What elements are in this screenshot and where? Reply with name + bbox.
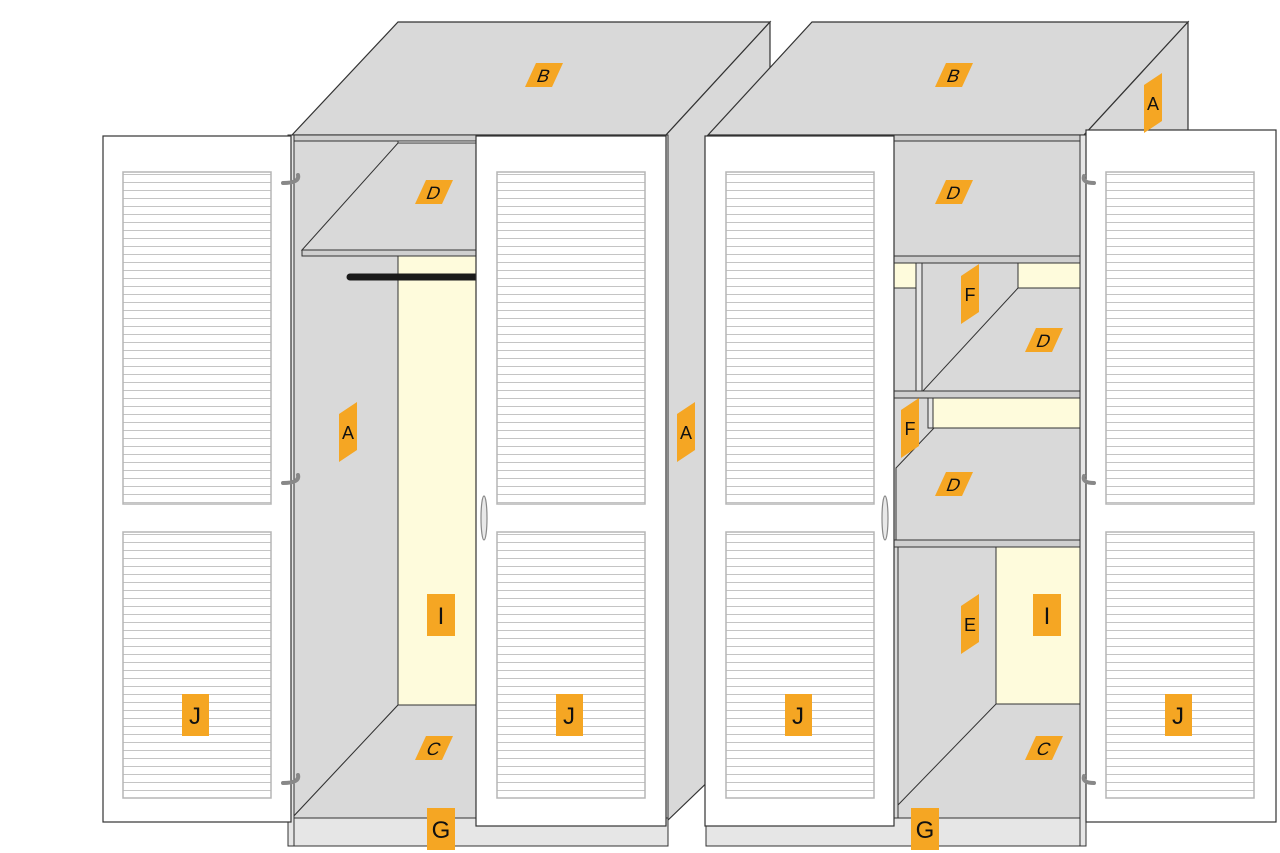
label-text: I <box>438 603 445 630</box>
label-text: A <box>680 423 692 443</box>
label-right-shelf-upper: D <box>1025 328 1063 352</box>
hinge-icon <box>281 173 301 185</box>
label-right-divider-lower: F <box>901 398 919 458</box>
label-right-back-panel: I <box>1033 594 1061 636</box>
label-right-divider-upper: F <box>961 264 979 324</box>
label-right-top: B <box>935 63 973 87</box>
label-text: A <box>342 423 354 443</box>
label-text: F <box>905 419 916 439</box>
label-right-shelf-lower: D <box>935 472 973 496</box>
right-divider-lower <box>927 397 934 429</box>
label-right-door-right: J <box>1165 694 1192 736</box>
right-door-left[interactable] <box>704 135 895 827</box>
door-handle-icon[interactable] <box>480 495 488 541</box>
label-right-side-top: A <box>1144 73 1162 133</box>
right-back-panel-strip-2 <box>1017 262 1081 289</box>
label-text: F <box>965 285 976 305</box>
label-left-door-right: J <box>556 694 583 736</box>
label-text: J <box>189 703 201 730</box>
label-text: E <box>964 615 976 635</box>
door-handle-icon[interactable] <box>881 495 889 541</box>
right-shelf-lower <box>895 427 1081 541</box>
label-right-bottom: C <box>1025 736 1063 760</box>
label-right-plinth: G <box>911 808 939 850</box>
label-left-shelf: D <box>415 180 453 204</box>
label-text: A <box>1147 94 1159 114</box>
hinge-icon <box>1081 774 1096 785</box>
right-divider-upper <box>915 262 923 394</box>
label-text: J <box>792 703 804 730</box>
hinge-icon <box>281 773 301 785</box>
label-text: I <box>1044 603 1051 630</box>
right-shelf-top-edge <box>893 255 1081 264</box>
right-wardrobe <box>704 20 1277 847</box>
right-shelf-lower-edge <box>893 539 1081 548</box>
left-back-panel <box>397 254 479 706</box>
label-left-bottom: C <box>415 736 453 760</box>
right-back-panel-strip-1 <box>893 262 919 289</box>
label-right-side-inner: E <box>961 594 979 654</box>
label-right-door-left: J <box>785 694 812 736</box>
label-left-back-panel: I <box>427 594 455 636</box>
label-left-side-inner: A <box>339 402 357 462</box>
label-left-side-outer: A <box>677 402 695 462</box>
right-door-right[interactable] <box>1085 129 1277 823</box>
right-back-panel-strip-3 <box>929 397 1081 429</box>
label-text: J <box>563 703 575 730</box>
left-shelf-front-edge <box>301 249 479 257</box>
hinge-icon <box>1081 174 1096 185</box>
hinge-icon <box>1081 474 1096 485</box>
label-text: G <box>432 817 451 844</box>
label-text: J <box>1172 703 1184 730</box>
label-right-shelf-top: D <box>935 180 973 204</box>
label-left-top: B <box>525 63 563 87</box>
hinge-icon <box>281 473 301 485</box>
label-left-door-left: J <box>182 694 209 736</box>
label-left-plinth: G <box>427 808 455 850</box>
right-shelf-upper-edge <box>893 390 1081 399</box>
right-side-front-edge <box>1079 134 1087 847</box>
label-text: G <box>916 817 935 844</box>
